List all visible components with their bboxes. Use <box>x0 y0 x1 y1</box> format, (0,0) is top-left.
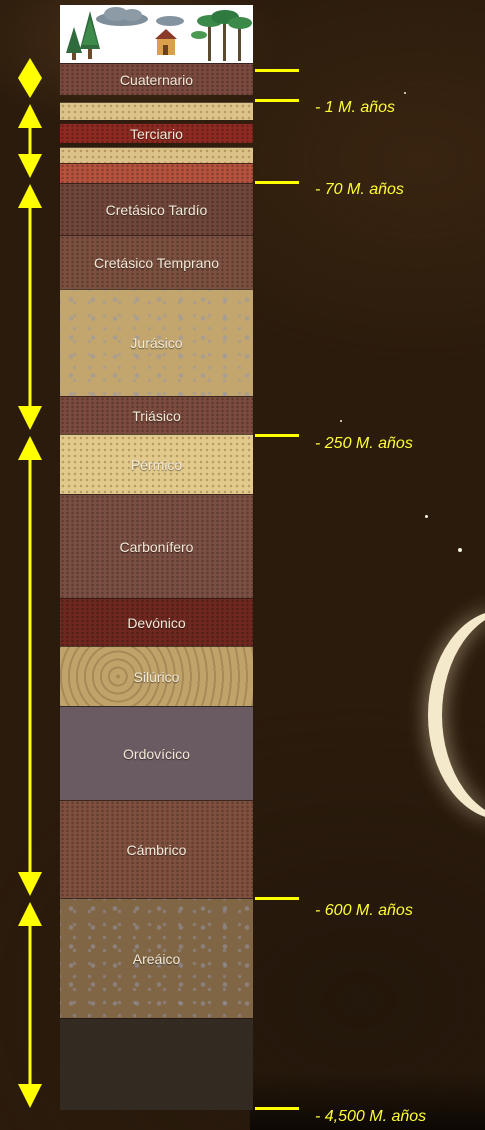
age-label: - 4,500 M. años <box>315 1108 427 1125</box>
layer-label: Devónico <box>127 614 186 631</box>
stratigraphic-column: Cuaternario Terciario Cretásico Tardío C… <box>60 0 253 1110</box>
layer-ordovicico: Ordovícico <box>60 706 253 800</box>
surface-illustration <box>66 7 252 61</box>
layer-label: Carbonífero <box>119 538 194 555</box>
house-icon <box>155 29 177 55</box>
age-marker <box>255 99 299 102</box>
age-label: - 600 M. años <box>315 902 413 919</box>
layer-cuaternario: Cuaternario <box>60 63 253 95</box>
arrow-head-up <box>18 58 42 78</box>
star-icon <box>404 92 406 94</box>
layer-label: Cretásico Temprano <box>93 254 220 271</box>
layer-cretasico-tardio: Cretásico Tardío <box>60 183 253 235</box>
arrow-head-up <box>18 902 42 926</box>
layer-label: Silúrico <box>133 668 180 685</box>
age-marker <box>255 181 299 184</box>
layer-label: Terciario <box>130 125 183 142</box>
layer-label: Ordovícico <box>123 745 190 762</box>
star-icon <box>425 515 428 518</box>
layer-devonico: Devónico <box>60 598 253 646</box>
layer-triasico: Triásico <box>60 396 253 434</box>
arrow-head-up <box>18 104 42 128</box>
tree-icon <box>66 11 100 60</box>
arrow-head-down <box>18 154 42 178</box>
layer-areaico: Areáico <box>60 898 253 1018</box>
layer-permico: Pérmico <box>60 434 253 494</box>
layer-sand-2 <box>60 147 253 163</box>
layer-label: Cámbrico <box>126 841 187 858</box>
layer-jurasico: Jurásico <box>60 289 253 396</box>
age-marker <box>255 69 299 72</box>
arrow-head-down <box>18 78 42 98</box>
moon-icon <box>428 610 485 820</box>
age-label: - 70 M. años <box>315 181 404 198</box>
layer-label: Cretásico Tardío <box>105 201 208 218</box>
age-label: - 1 M. años <box>315 99 396 116</box>
layer-basement <box>60 1018 253 1110</box>
arrow-head-down <box>18 406 42 430</box>
layer-label: Jurásico <box>130 335 183 351</box>
age-marker <box>255 434 299 437</box>
layer-label: Triásico <box>132 407 181 424</box>
layer-label: Cuaternario <box>119 71 194 88</box>
layer-red-band <box>60 163 253 183</box>
layer-terciario: Terciario <box>60 123 253 143</box>
age-label: - 250 M. años <box>315 435 413 452</box>
star-icon <box>458 548 462 552</box>
palm-tree-icon <box>191 10 252 61</box>
era-span-arrows <box>18 58 42 1108</box>
arrow-head-down <box>18 872 42 896</box>
star-icon <box>340 420 342 422</box>
layer-cambrico: Cámbrico <box>60 800 253 898</box>
surface-scene <box>60 5 253 63</box>
age-marker <box>255 897 299 900</box>
ground-silhouette <box>250 1070 485 1130</box>
layer-label: Pérmico <box>130 456 183 473</box>
layer-carbonifero: Carbonífero <box>60 494 253 598</box>
layer-label: Areáico <box>132 950 181 967</box>
arrow-head-up <box>18 184 42 208</box>
arrow-head-up <box>18 436 42 460</box>
age-marker <box>255 1107 299 1110</box>
layer-cretasico-temprano: Cretásico Temprano <box>60 235 253 289</box>
layer-sand-1 <box>60 102 253 120</box>
cloud-icon <box>96 7 184 26</box>
arrow-head-down <box>18 1084 42 1108</box>
layer-silurico: Silúrico <box>60 646 253 706</box>
